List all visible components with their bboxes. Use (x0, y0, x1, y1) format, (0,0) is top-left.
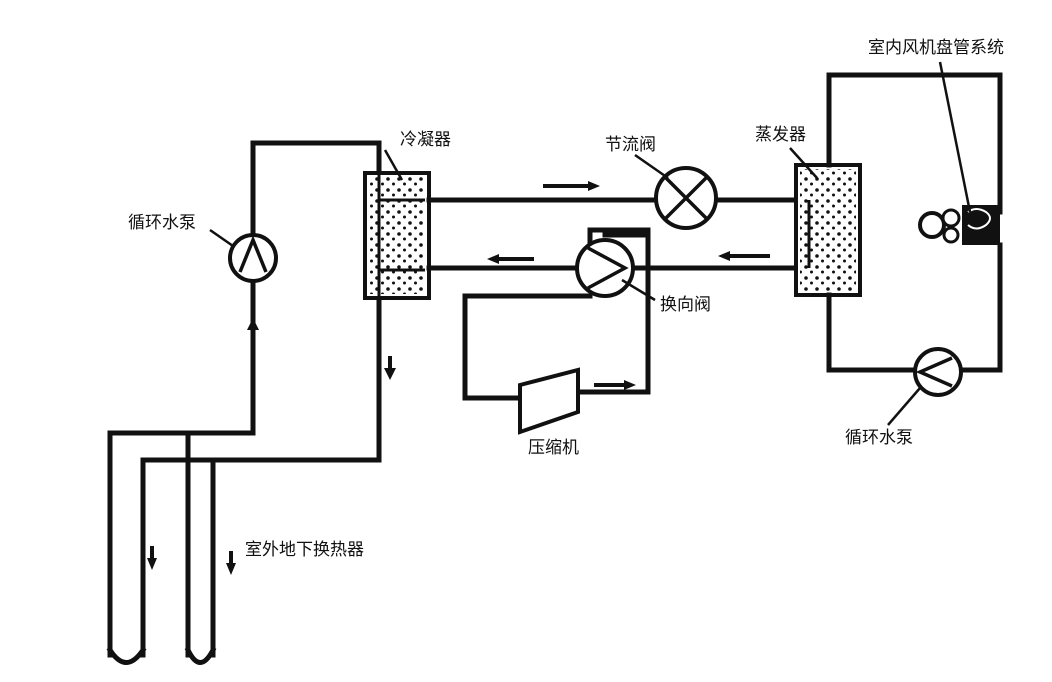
throttle-valve-icon (654, 166, 718, 230)
leader-pump-left (209, 228, 234, 248)
leader-evaporator (789, 147, 818, 179)
label-compressor: 压缩机 (528, 438, 579, 457)
label-condenser: 冷凝器 (400, 130, 451, 149)
leader-condenser (383, 149, 404, 181)
flow-arrow-bottom-left (487, 254, 534, 264)
label-throttle-valve: 节流阀 (605, 135, 656, 154)
compressor-discharge-pipe (575, 232, 651, 395)
flow-arrow-right-down (384, 356, 396, 380)
labels: 室内风机盘管系统 冷凝器 节流阀 蒸发器 循环水泵 换向阀 压缩机 循环水泵 室… (128, 38, 1004, 559)
indoor-right-lower-pipe (959, 242, 1003, 373)
flow-arrow-left-up (247, 318, 259, 342)
borehole-1-bottom (106, 646, 147, 665)
leader-throttle (634, 153, 669, 180)
refrigerant-circuit (426, 181, 803, 401)
indoor-bottom-pipe (826, 292, 918, 373)
pump-left-icon (228, 233, 278, 283)
indoor-water-circuit (826, 72, 1003, 373)
reversing-valve-icon (575, 238, 635, 298)
condenser-return-pipe (140, 295, 382, 658)
condenser-icon (363, 171, 431, 300)
ground-loop-circuit (106, 140, 396, 665)
label-pump-left: 循环水泵 (128, 213, 196, 232)
flow-arrow-top-right (543, 181, 600, 191)
flow-arrow-borehole-1 (147, 546, 157, 570)
compressor-loop-pipe (462, 293, 593, 401)
flow-arrow-compressor (594, 380, 636, 390)
label-ground-heat-exchanger: 室外地下换热器 (245, 540, 364, 559)
label-pump-right: 循环水泵 (845, 428, 913, 447)
leader-reversing (621, 278, 656, 302)
leader-fan-coil (938, 61, 972, 213)
left-pump-down-pipe (107, 275, 256, 658)
left-top-pipe (250, 140, 382, 176)
fan-coil-icon (918, 205, 1000, 245)
leader-pump-right (887, 387, 921, 426)
indoor-top-pipe (826, 72, 1003, 215)
valve-top-connector (587, 227, 651, 248)
flow-arrow-borehole-2 (226, 551, 236, 575)
label-indoor-fan-coil: 室内风机盘管系统 (868, 38, 1004, 57)
pump-right-icon (913, 347, 963, 397)
label-evaporator: 蒸发器 (755, 125, 806, 144)
label-reversing-valve: 换向阀 (660, 295, 711, 314)
flow-arrow-bottom-right (718, 251, 770, 261)
leader-lines (209, 61, 972, 426)
borehole-2-bottom (184, 646, 217, 665)
compressor-icon (518, 367, 580, 435)
